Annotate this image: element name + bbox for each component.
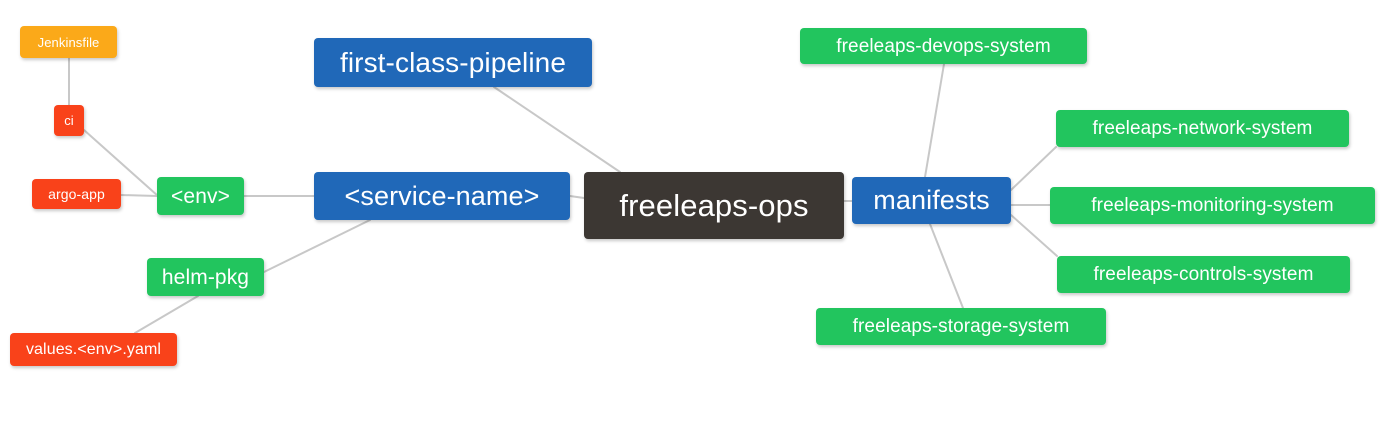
node-jenkinsfile[interactable]: Jenkinsfile [20, 26, 117, 58]
edge-helmpkg-servicename [263, 219, 371, 273]
node-freeleaps-monitoring-system[interactable]: freeleaps-monitoring-system [1050, 187, 1375, 224]
edge-manifests-devops [924, 63, 945, 178]
edge-manifests-storage [929, 223, 964, 309]
node-freeleaps-devops-system[interactable]: freeleaps-devops-system [800, 28, 1087, 64]
node-env[interactable]: <env> [157, 177, 244, 215]
node-freeleaps-controls-system[interactable]: freeleaps-controls-system [1057, 256, 1350, 293]
node-ci[interactable]: ci [54, 105, 84, 136]
edge-manifests-network [1010, 146, 1057, 191]
node-argo-app[interactable]: argo-app [32, 179, 121, 209]
edge-servicename-ops [569, 195, 585, 199]
node-first-class-pipeline[interactable]: first-class-pipeline [314, 38, 592, 87]
edge-argoapp-env [120, 194, 158, 197]
node-values-yaml[interactable]: values.<env>.yaml [10, 333, 177, 366]
node-manifests[interactable]: manifests [852, 177, 1011, 224]
node-freeleaps-ops[interactable]: freeleaps-ops [584, 172, 844, 239]
node-freeleaps-storage-system[interactable]: freeleaps-storage-system [816, 308, 1106, 345]
edge-firstclass-ops [493, 86, 621, 173]
node-service-name[interactable]: <service-name> [314, 172, 570, 220]
node-freeleaps-network-system[interactable]: freeleaps-network-system [1056, 110, 1349, 147]
edge-valuesyaml-helmpkg [134, 295, 199, 334]
node-helm-pkg[interactable]: helm-pkg [147, 258, 264, 296]
